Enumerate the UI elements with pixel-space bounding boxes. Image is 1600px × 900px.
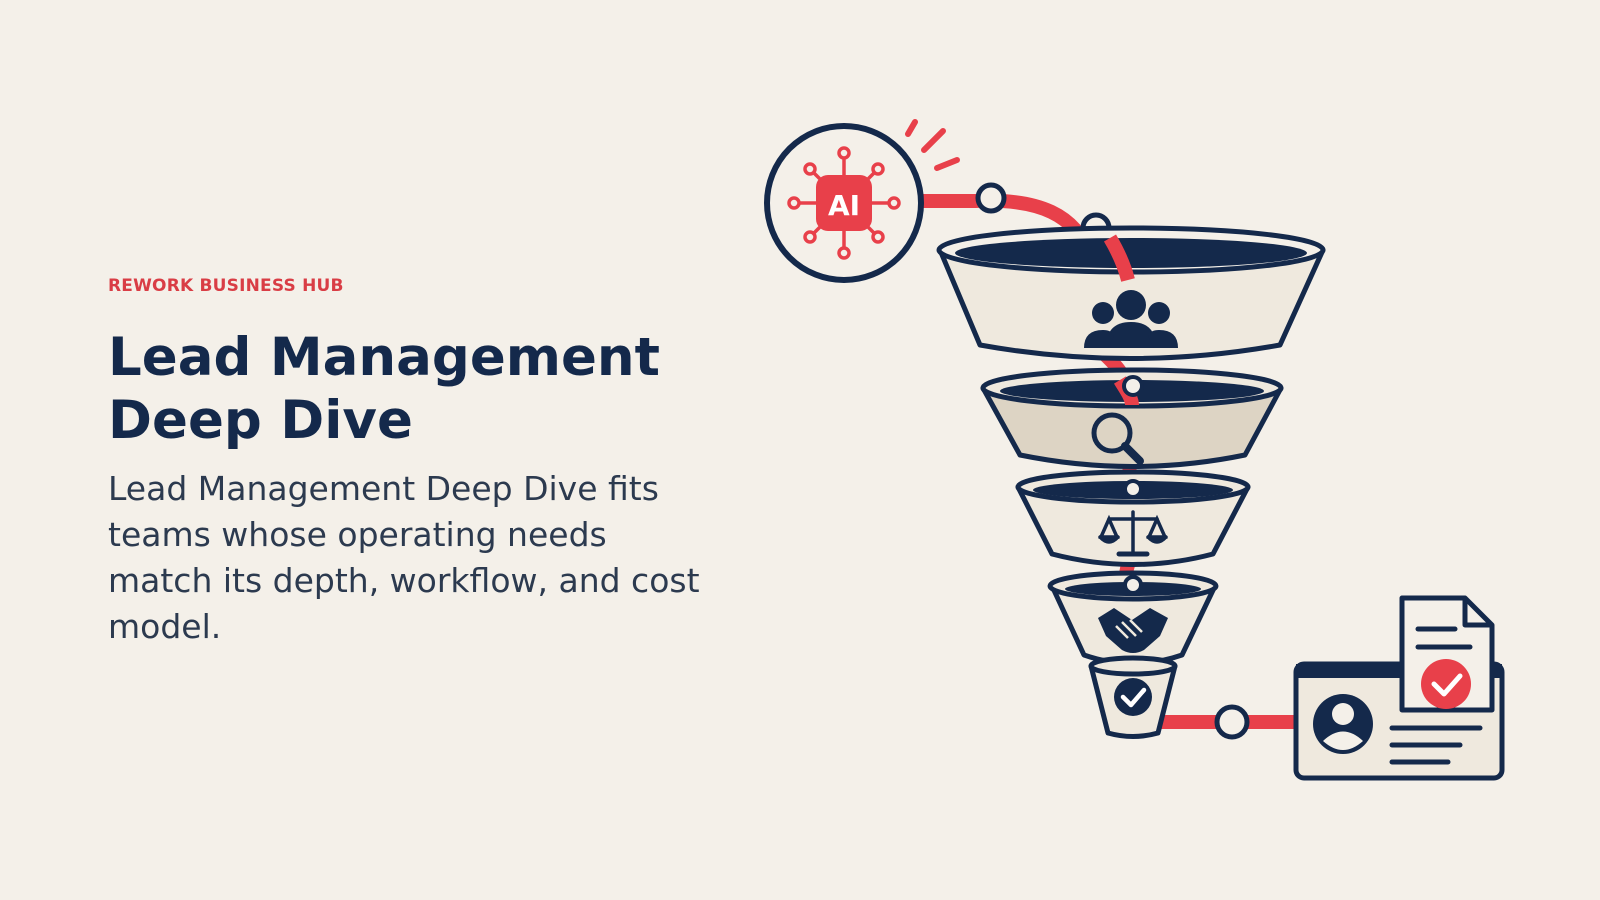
handshake-icon <box>1098 608 1168 653</box>
checkmark-icon <box>1114 678 1152 716</box>
page-title: Lead Management Deep Dive <box>108 326 728 452</box>
funnel-stage-1 <box>936 225 1326 361</box>
description-text: Lead Management Deep Dive fits teams who… <box>108 469 700 646</box>
title-line-2: Deep Dive <box>108 390 413 451</box>
people-group-icon <box>1084 290 1178 348</box>
magnifier-icon <box>1091 412 1144 465</box>
pipeline-node <box>1214 704 1250 740</box>
approved-document-icon <box>1399 595 1495 713</box>
scales-icon <box>1098 510 1168 557</box>
hero-text: REWORK BUSINESS HUB Lead Management Deep… <box>108 276 728 650</box>
title-line-1: Lead Management <box>108 327 660 388</box>
pipeline-node <box>1123 575 1143 595</box>
funnel-stage-5 <box>1088 655 1178 739</box>
spark-marks <box>905 119 960 171</box>
pipeline-node <box>975 182 1007 214</box>
ai-circle: AI <box>764 123 924 283</box>
ai-badge-label: AI <box>828 189 860 222</box>
pipeline-node <box>1122 375 1144 397</box>
pipeline-node <box>1123 479 1143 499</box>
eyebrow-label: REWORK BUSINESS HUB <box>108 276 344 296</box>
